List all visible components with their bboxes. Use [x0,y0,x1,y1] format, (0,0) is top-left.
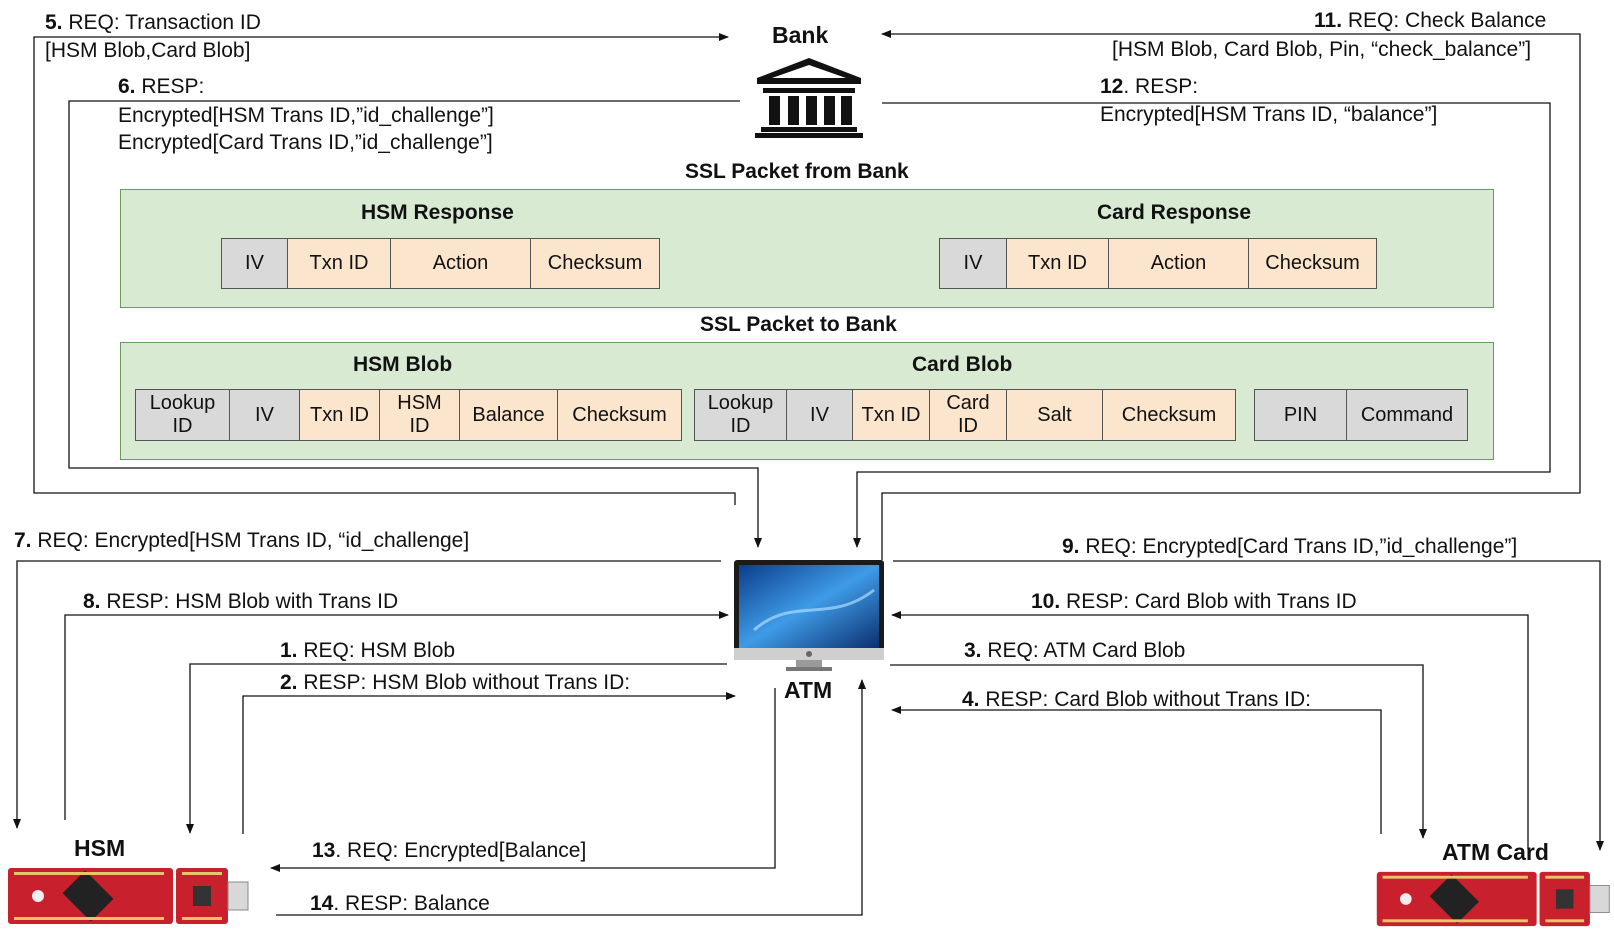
hsm-blob-field: Checksum [557,389,682,441]
message-6-detail-1: Encrypted[HSM Trans ID,”id_challenge”] [118,104,494,127]
pin-field: PIN [1254,389,1347,441]
microcontroller-board-icon [8,868,249,924]
card-response-field: IV [939,238,1007,289]
ssl-to-bank-title: SSL Packet to Bank [700,313,897,336]
hsm-blob-field: Balance [459,389,558,441]
arrow-10 [891,611,1529,849]
arrow-9 [893,560,1604,851]
arrow-11 [881,30,1581,560]
arrow-12 [853,102,1551,548]
hsm-label: HSM [74,835,126,861]
bank-label: Bank [772,22,829,48]
message-12-detail: Encrypted[HSM Trans ID, “balance”] [1100,103,1438,126]
message-12: 12. RESP: [1100,75,1199,98]
hsm-response-field: Txn ID [287,238,391,289]
card-response-title: Card Response [1097,201,1252,224]
message-11: 11. REQ: Check Balance [1314,9,1547,32]
card-response-field: Checksum [1248,238,1377,289]
card-blob-field: IV [786,389,853,441]
message-3: 3. REQ: ATM Card Blob [964,639,1186,662]
arrow-6 [68,100,762,548]
card-blob-title: Card Blob [912,353,1013,376]
hsm-blob-field: IV [229,389,300,441]
card-response-field: Txn ID [1006,238,1109,289]
message-1: 1. REQ: HSM Blob [280,639,456,662]
hsm-blob-field: Lookup ID [135,389,230,441]
hsm-blob-field: Txn ID [299,389,380,441]
message-7: 7. REQ: Encrypted[HSM Trans ID, “id_chal… [14,529,470,552]
message-5-detail: [HSM Blob,Card Blob] [45,39,251,62]
ssl-to-bank-panel: HSM Blob Card Blob Lookup ID IV Txn ID H… [120,342,1494,460]
message-5: 5. REQ: Transaction ID [45,11,261,34]
message-6: 6. RESP: [118,75,205,98]
microcontroller-board-icon [1376,871,1610,927]
message-14: 14. RESP: Balance [310,892,490,915]
arrow-2 [242,692,736,834]
arrow-4 [891,706,1382,834]
hsm-blob-field: HSM ID [379,389,460,441]
arrow-14 [276,679,866,916]
card-blob-field: Card ID [929,389,1007,441]
monitor-icon [734,560,884,671]
hsm-response-field: Checksum [530,238,660,289]
command-field: Command [1346,389,1468,441]
card-blob-field: Checksum [1102,389,1236,441]
arrow-1 [186,663,727,834]
message-10: 10. RESP: Card Blob with Trans ID [1031,590,1357,613]
message-8: 8. RESP: HSM Blob with Trans ID [83,590,399,613]
message-11-detail: [HSM Blob, Card Blob, Pin, “check_balanc… [1112,38,1532,61]
hsm-blob-title: HSM Blob [353,353,453,376]
card-blob-field: Lookup ID [694,389,787,441]
atm-label: ATM [784,677,833,703]
arrow-5 [33,33,736,505]
arrow-8 [64,611,729,820]
atm-card-label: ATM Card [1442,839,1549,865]
message-13: 13. REQ: Encrypted[Balance] [312,839,587,862]
hsm-response-field: IV [221,238,288,289]
hsm-response-field: Action [390,238,531,289]
bank-icon [755,58,863,138]
card-blob-field: Salt [1006,389,1103,441]
ssl-from-bank-panel: HSM Response Card Response IV Txn ID Act… [120,189,1494,308]
card-blob-field: Txn ID [852,389,930,441]
hsm-response-title: HSM Response [361,201,514,224]
message-4: 4. RESP: Card Blob without Trans ID: [962,688,1311,711]
arrow-13 [270,688,776,872]
message-9: 9. REQ: Encrypted[Card Trans ID,”id_chal… [1062,535,1518,558]
arrow-3 [890,664,1427,839]
arrow-7 [13,560,721,829]
message-2: 2. RESP: HSM Blob without Trans ID: [280,671,631,694]
card-response-field: Action [1108,238,1249,289]
message-6-detail-2: Encrypted[Card Trans ID,”id_challenge”] [118,131,493,154]
ssl-from-bank-title: SSL Packet from Bank [685,160,909,183]
